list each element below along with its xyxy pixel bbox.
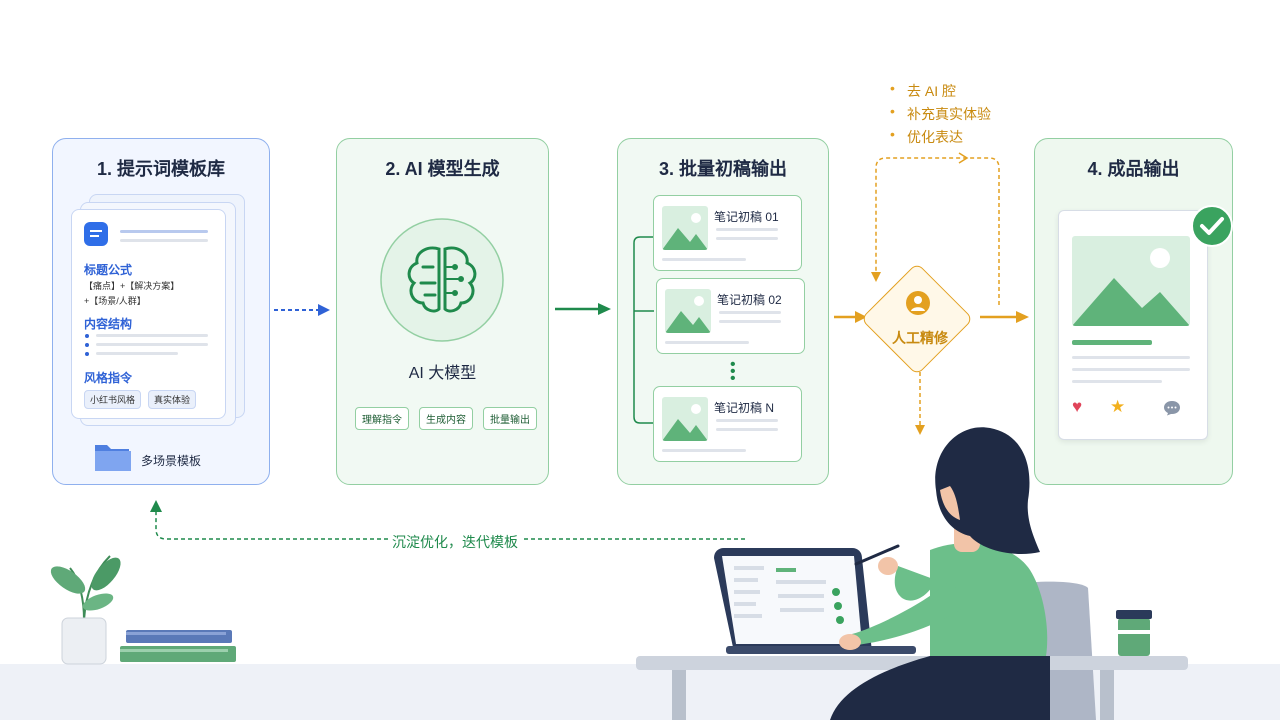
draft-card: 笔记初稿 02 <box>656 278 805 354</box>
folder-label: 多场景模板 <box>141 454 202 468</box>
ai-model-panel: 2. AI 模型生成 AI 大模型 理解指令 生成内容 批量输出 <box>336 138 549 485</box>
person-icon <box>906 291 930 315</box>
person-at-desk-illustration <box>636 427 1188 720</box>
step2-title: 2. AI 模型生成 <box>385 159 500 179</box>
draft-title: 笔记初稿 N <box>714 401 775 415</box>
refine-label: 人工精修 <box>892 330 948 346</box>
step1-title: 1. 提示词模板库 <box>96 159 225 179</box>
section-title-structure: 内容结构 <box>84 317 133 331</box>
note-bullet: • <box>890 80 895 96</box>
image-icon <box>1072 236 1190 326</box>
model-chip: 理解指令 <box>355 407 409 430</box>
formula-line-1: 【痛点】+【解决方案】 <box>84 281 180 291</box>
image-thumbnail-icon <box>665 289 711 333</box>
formula-line-2: +【场景/人群】 <box>84 296 146 306</box>
model-chip: 批量输出 <box>483 407 537 430</box>
note-bullet: • <box>890 103 895 119</box>
draft-card: 笔记初稿 01 <box>653 195 802 271</box>
refine-note: 补充真实体验 <box>907 106 991 122</box>
note-bullet: • <box>890 126 895 142</box>
brain-icon <box>380 218 504 342</box>
bracket-connector <box>633 236 654 424</box>
image-thumbnail-icon <box>662 206 708 250</box>
section-title-style: 风格指令 <box>84 371 133 385</box>
final-output-panel: 4. 成品输出 ♥ ★ <box>1034 138 1233 485</box>
step3-title: 3. 批量初稿输出 <box>658 159 787 179</box>
model-chip: 生成内容 <box>419 407 473 430</box>
draft-title: 笔记初稿 02 <box>717 293 782 307</box>
template-card: 标题公式 【痛点】+【解决方案】 +【场景/人群】 内容结构 风格指令 小红书风… <box>71 209 226 419</box>
feedback-label: 沉淀优化，迭代模板 <box>388 532 522 552</box>
chat-icon <box>84 222 108 246</box>
heart-icon: ♥ <box>1072 397 1083 416</box>
refine-note: 优化表达 <box>907 129 963 145</box>
final-note-card: ♥ ★ <box>1058 210 1208 440</box>
folder-icon <box>95 445 131 471</box>
comment-icon <box>1164 401 1180 416</box>
more-dots-icon: ••• <box>730 356 736 387</box>
section-title-formula: 标题公式 <box>84 263 133 277</box>
checkmark-icon <box>1191 205 1233 247</box>
plant-icon <box>50 555 121 665</box>
refine-note: 去 AI 腔 <box>907 83 957 99</box>
style-chip: 小红书风格 <box>84 390 142 409</box>
model-label: AI 大模型 <box>408 365 477 382</box>
draft-title: 笔记初稿 01 <box>714 210 779 224</box>
image-thumbnail-icon <box>662 397 708 441</box>
books-icon <box>120 630 236 662</box>
drafts-panel: 3. 批量初稿输出 笔记初稿 01 笔记初稿 02 ••• 笔记初稿 N <box>617 138 829 485</box>
style-chip: 真实体验 <box>148 390 197 409</box>
draft-card: 笔记初稿 N <box>653 386 802 462</box>
star-icon: ★ <box>1110 397 1126 416</box>
step4-title: 4. 成品输出 <box>1087 159 1180 179</box>
template-library-panel: 1. 提示词模板库 标题公式 【痛点】+【解决方案】 +【场景/人群】 内容结构… <box>52 138 270 485</box>
